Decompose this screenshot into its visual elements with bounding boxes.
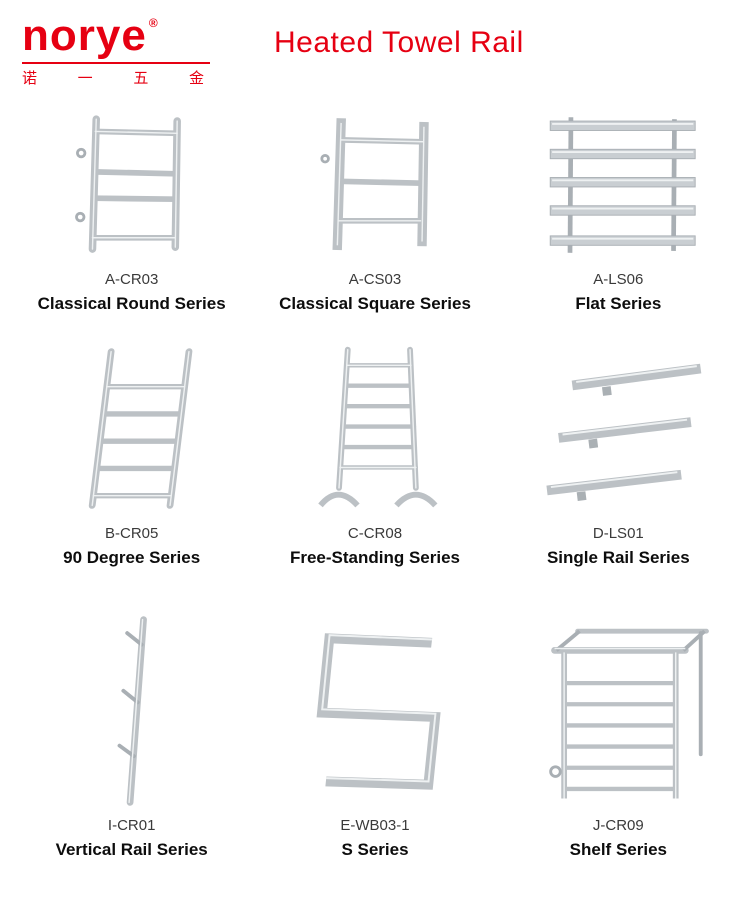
brand-cn-char: 金 [188, 70, 210, 87]
product-card: A-CR03 Classical Round Series [10, 106, 253, 314]
product-series-name: Classical Square Series [279, 294, 471, 313]
product-series-name: 90 Degree Series [63, 548, 201, 567]
product-image-flat [497, 106, 740, 266]
page-title: Heated Towel Rail [274, 26, 524, 59]
product-code: A-CS03 [348, 271, 402, 288]
brand-name: norye [22, 11, 147, 60]
product-card: E-WB03-1 S Series [253, 610, 496, 860]
brand-cn-char: 一 [77, 70, 99, 87]
product-code: I-CR01 [107, 817, 156, 834]
brand-cn-char: 五 [133, 70, 155, 87]
product-code: A-LS06 [593, 271, 644, 288]
registered-trademark-symbol: ® [148, 16, 158, 30]
product-image-classical-square [253, 106, 496, 266]
product-card: D-LS01 Single Rail Series [497, 340, 740, 568]
brand-logo: norye ® 诺 一 五 金 [22, 14, 222, 88]
page-header: norye ® 诺 一 五 金 Heated Towel Rail [0, 0, 750, 96]
product-image-shelf [497, 610, 740, 812]
brand-cn-char: 诺 [22, 70, 44, 87]
product-series-name: Shelf Series [569, 840, 667, 859]
brand-chinese-characters: 诺 一 五 金 [22, 62, 210, 88]
product-code: B-CR05 [104, 525, 159, 542]
product-code: A-CR03 [104, 271, 159, 288]
product-card: I-CR01 Vertical Rail Series [10, 610, 253, 860]
product-image-s-shape [253, 610, 496, 812]
product-series-name: Flat Series [575, 294, 662, 313]
product-series-name: Classical Round Series [37, 294, 226, 313]
product-card: A-LS06 Flat Series [497, 106, 740, 314]
product-image-vertical-rail [10, 610, 253, 812]
product-card: A-CS03 Classical Square Series [253, 106, 496, 314]
product-series-name: Vertical Rail Series [55, 840, 208, 859]
product-code: J-CR09 [592, 817, 644, 834]
product-image-classical-round [10, 106, 253, 266]
product-image-single-rail [497, 340, 740, 520]
product-image-free-standing [253, 340, 496, 520]
product-code: E-WB03-1 [340, 817, 410, 834]
product-series-name: Free-Standing Series [289, 548, 461, 567]
product-card: C-CR08 Free-Standing Series [253, 340, 496, 568]
product-image-90-degree [10, 340, 253, 520]
product-code: D-LS01 [592, 525, 644, 542]
product-series-name: Single Rail Series [546, 548, 690, 567]
product-card: J-CR09 Shelf Series [497, 610, 740, 860]
product-grid: A-CR03 Classical Round Series A-CS03 [0, 96, 750, 860]
product-card: B-CR05 90 Degree Series [10, 340, 253, 568]
product-series-name: S Series [341, 840, 409, 859]
product-code: C-CR08 [347, 525, 403, 542]
